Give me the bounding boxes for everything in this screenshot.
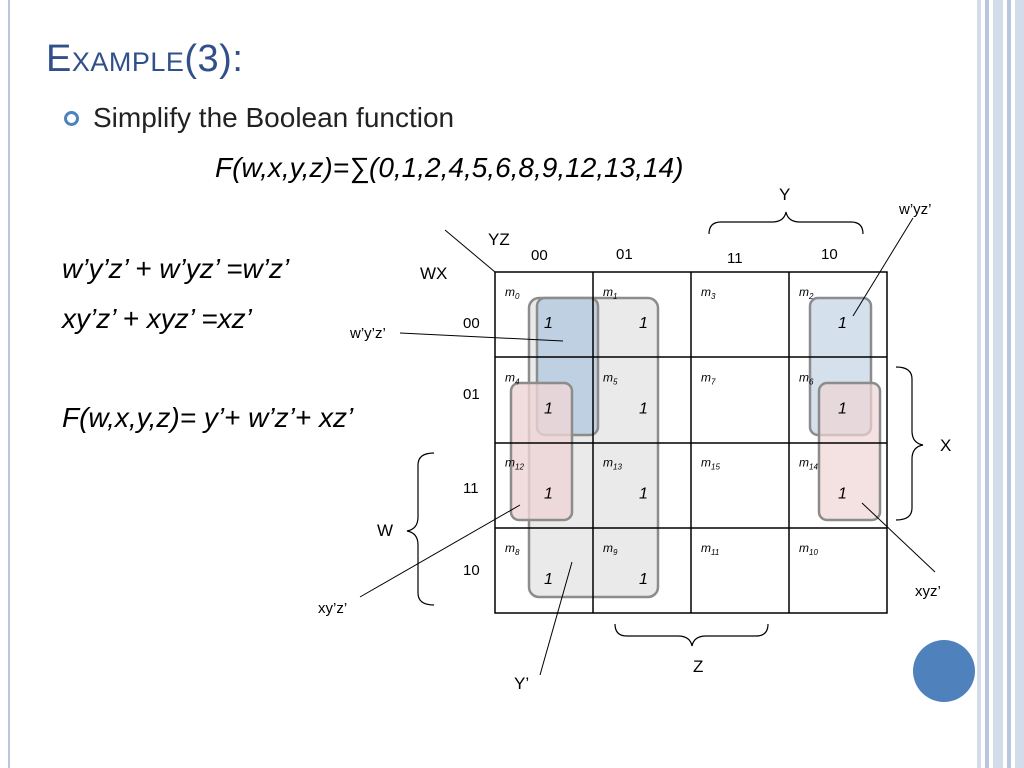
- equation-3: F(w,x,y,z)= y’+ w’z’+ xz’: [62, 402, 354, 433]
- brace-label-w: W: [377, 521, 393, 540]
- right-stripe-3: [993, 0, 1003, 768]
- minterm-label: m14: [799, 456, 818, 472]
- minterm-label: m10: [799, 541, 818, 557]
- brace-y: [708, 211, 864, 235]
- col-var-label: YZ: [488, 230, 510, 249]
- group-xyz-left: [509, 381, 574, 522]
- kmap-corner-diagonal: [444, 229, 496, 273]
- minterm-label: m1: [603, 285, 617, 301]
- cell-value: 1: [544, 486, 553, 503]
- minterm-label: m12: [505, 456, 524, 472]
- cell-value: 1: [838, 400, 847, 417]
- kmap-grid: [494, 271, 888, 614]
- group-xyz-right: [817, 381, 882, 522]
- row-label-01: 01: [463, 386, 480, 403]
- cell-value: 1: [544, 571, 553, 588]
- right-stripe-1: [977, 0, 981, 768]
- brace-label-x: X: [940, 436, 951, 455]
- cell-value: 1: [639, 486, 648, 503]
- left-rule: [8, 0, 10, 768]
- col-label-11: 11: [727, 250, 743, 267]
- brace-z: [614, 623, 769, 647]
- row-label-11: 11: [463, 480, 479, 497]
- minterm-label: m11: [701, 541, 719, 557]
- braces: [406, 211, 924, 647]
- minterm-label: m4: [505, 370, 520, 386]
- cell-value: 1: [639, 571, 648, 588]
- bullet-circle-icon: [64, 110, 79, 126]
- label-xyz-prime-left: xy’z’: [318, 600, 347, 617]
- slide-title: Example(3):: [46, 38, 244, 80]
- right-stripe-4: [1007, 0, 1011, 768]
- minterm-label: m8: [505, 541, 520, 557]
- minterm-label: m0: [505, 285, 520, 301]
- minterm-label: m2: [799, 285, 814, 301]
- minterm-label: m13: [603, 456, 622, 472]
- col-label-01: 01: [616, 246, 633, 263]
- label-wyz-prime-left: w’y’z’: [349, 325, 386, 342]
- row-var-label: WX: [420, 264, 447, 283]
- leader-lines: [359, 217, 936, 676]
- brace-label-z: Z: [693, 657, 703, 676]
- cell-value: 1: [544, 315, 553, 332]
- right-stripe-2: [985, 0, 989, 768]
- bullet-row: Simplify the Boolean function: [64, 102, 454, 134]
- minterm-label: m5: [603, 370, 618, 386]
- label-y-prime: Y’: [514, 674, 529, 693]
- col-label-10: 10: [821, 246, 838, 263]
- cell-value: 1: [838, 315, 847, 332]
- minterm-label: m3: [701, 285, 716, 301]
- bullet-text: Simplify the Boolean function: [93, 102, 455, 133]
- col-label-00: 00: [531, 247, 548, 264]
- label-wyz-prime-top: w’yz’: [898, 201, 932, 218]
- label-xyz-prime-right: xyz’: [915, 583, 941, 600]
- cell-value: 1: [639, 400, 648, 417]
- row-label-10: 10: [463, 562, 480, 579]
- equation-1: w’y’z’ + w’yz’ =w’z’: [62, 253, 290, 284]
- decorative-circle: [913, 640, 975, 702]
- brace-w: [406, 452, 435, 606]
- brace-x: [895, 366, 924, 521]
- cell-value: 1: [639, 315, 648, 332]
- minterm-label: m15: [701, 456, 720, 472]
- boolean-function: F(w,x,y,z)=∑(0,1,2,4,5,6,8,9,12,13,14): [215, 152, 684, 183]
- minterm-label: m7: [701, 370, 716, 386]
- cell-value: 1: [838, 486, 847, 503]
- minterm-label: m9: [603, 541, 618, 557]
- cell-value: 1: [544, 400, 553, 417]
- minterm-label: m6: [799, 370, 814, 386]
- equation-2: xy’z’ + xyz’ =xz’: [62, 303, 252, 334]
- right-stripe-5: [1015, 0, 1024, 768]
- row-label-00: 00: [463, 315, 480, 332]
- brace-label-y: Y: [779, 185, 790, 204]
